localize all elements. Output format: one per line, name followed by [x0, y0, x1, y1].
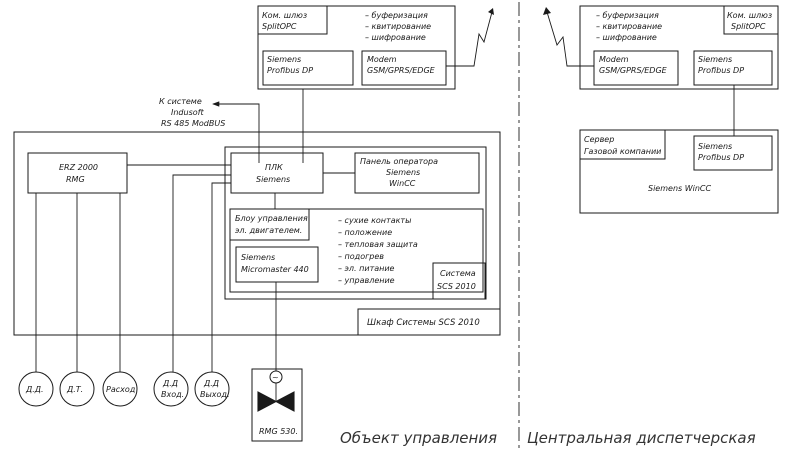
top-antenna-icon	[446, 11, 493, 67]
plc-line2: Siemens	[256, 175, 290, 184]
micromaster-box	[235, 246, 319, 283]
central-gateway-feature: – квитирование	[596, 22, 662, 31]
central-modem-line2: GSM/GPRS/EDGE	[599, 66, 668, 75]
central-profibus-line1: Siemens	[698, 55, 732, 64]
cabinet-label-box	[357, 308, 501, 336]
central-server-profibus-box	[693, 135, 773, 171]
top-modem-box	[361, 50, 447, 86]
central-gateway-outer-box	[579, 5, 779, 90]
central-gateway-feature: – шифрование	[596, 33, 657, 42]
drive-feature: – сухие контакты	[338, 216, 411, 225]
top-modem-line1: Modem	[367, 55, 397, 64]
top-gateway-subtitle: SplitOPC	[262, 22, 297, 31]
top-gateway-title: Ком. шлюз	[262, 11, 307, 20]
sensor-label: Д.Д	[162, 379, 178, 388]
system-line1: Система	[440, 269, 476, 278]
cabinet-group: Шкаф Системы SCS 2010 ERZ 2000 RMG ПЛК S…	[13, 131, 501, 336]
central-modem-line1: Modem	[599, 55, 629, 64]
drive-feature: – тепловая защита	[338, 240, 418, 249]
sensor-circle	[18, 371, 54, 407]
valve-motor-symbol: ~	[272, 373, 279, 382]
central-server-profibus-line2: Profibus DP	[698, 153, 744, 162]
sensor-label: Д.Т.	[66, 385, 83, 394]
central-server-outer-box	[579, 129, 779, 214]
sensor-label: Д.Д.	[25, 385, 44, 394]
sensor-group: Д.Д. Д.Т. Расход Д.Д Вход. Д.Д Выход.	[18, 371, 230, 407]
valve-group: ~ RMG 530.	[251, 368, 303, 442]
indusoft-label-line1: К системе	[159, 97, 202, 106]
central-wincc-label: Siemens WinCC	[648, 184, 712, 193]
sensor-wire	[211, 182, 231, 372]
drive-block-outer	[229, 208, 484, 293]
drive-feature: – эл. питание	[338, 264, 395, 273]
sensor-label: Д.Д	[203, 379, 219, 388]
central-gateway-subtitle: SplitOPC	[731, 22, 766, 31]
plc-line1: ПЛК	[265, 163, 283, 172]
central-server-line2: Газовой компании	[584, 147, 661, 156]
top-antenna-tip-icon	[488, 8, 494, 15]
sensor-wire	[172, 174, 231, 372]
valve-frame	[251, 368, 303, 442]
central-server-title-box	[579, 129, 666, 160]
top-gateway-outer-box	[257, 5, 456, 90]
system-line2: SCS 2010	[437, 282, 476, 291]
central-antenna-icon	[546, 11, 594, 67]
erz-line1: ERZ 2000	[59, 163, 98, 172]
sensor-label: Вход.	[161, 390, 184, 399]
central-gateway-title: Ком. шлюз	[727, 11, 772, 20]
caption-object: Объект управления	[340, 429, 497, 447]
top-profibus-box	[262, 50, 354, 86]
central-modem-box	[593, 50, 679, 86]
drive-block-line2: эл. двигателем.	[235, 226, 302, 235]
drive-block-title-box	[229, 208, 310, 241]
central-gateway-splitopc-box	[723, 5, 779, 35]
sensor-circle	[153, 371, 189, 407]
drive-feature: – положение	[338, 228, 392, 237]
valve-body-fill-icon	[258, 392, 294, 411]
erz-line2: RMG	[66, 175, 85, 184]
cabinet-inner-box	[224, 146, 487, 300]
top-profibus-line2: Profibus DP	[267, 66, 313, 75]
top-gateway-splitopc-box	[257, 5, 328, 35]
top-gateway-feature: – буферизация	[365, 11, 428, 20]
central-server-profibus-line1: Siemens	[698, 142, 732, 151]
central-antenna-tip-icon	[543, 7, 551, 15]
caption-central: Центральная диспетчерская	[527, 429, 756, 447]
central-group: Ком. шлюз SplitOPC – буферизация – квити…	[543, 5, 779, 214]
plc-box	[230, 152, 324, 194]
operator-panel-line2: Siemens	[386, 168, 420, 177]
drive-feature: – управление	[338, 276, 395, 285]
cabinet-outer-box	[13, 131, 501, 336]
sensor-wiring	[35, 174, 277, 372]
micromaster-line2: Micromaster 440	[241, 265, 309, 274]
sensor-circle	[59, 371, 95, 407]
valve-label: RMG 530.	[259, 427, 298, 436]
sensor-circle	[102, 371, 138, 407]
sensor-label: Расход	[106, 385, 136, 394]
central-profibus-line2: Profibus DP	[698, 66, 744, 75]
indusoft-label-line3: RS 485 ModBUS	[161, 119, 225, 128]
drive-block-line1: Блоу управления	[235, 214, 308, 223]
top-gateway-feature: – квитирование	[365, 22, 431, 31]
central-server-line1: Сервер	[584, 135, 614, 144]
top-gateway-group: Ком. шлюз SplitOPC – буферизация – квити…	[257, 5, 494, 163]
top-gateway-feature: – шифрование	[365, 33, 426, 42]
system-box	[432, 262, 486, 300]
top-modem-line2: GSM/GPRS/EDGE	[367, 66, 436, 75]
top-profibus-line1: Siemens	[267, 55, 301, 64]
indusoft-link: К системе Indusoft RS 485 ModBUS	[159, 97, 260, 163]
central-gateway-feature: – буферизация	[596, 11, 659, 20]
erz-box	[27, 152, 128, 194]
operator-panel-line3: WinCC	[389, 179, 416, 188]
drive-feature: – подогрев	[338, 252, 384, 261]
indusoft-arrow	[212, 101, 260, 163]
indusoft-label-line2: Indusoft	[171, 108, 204, 117]
micromaster-line1: Siemens	[241, 253, 275, 262]
cabinet-label: Шкаф Системы SCS 2010	[367, 318, 480, 328]
sensor-circle	[194, 371, 230, 407]
sensor-label: Выход.	[200, 390, 230, 399]
operator-panel-line1: Панель оператора	[360, 157, 438, 166]
central-profibus-box	[693, 50, 773, 86]
